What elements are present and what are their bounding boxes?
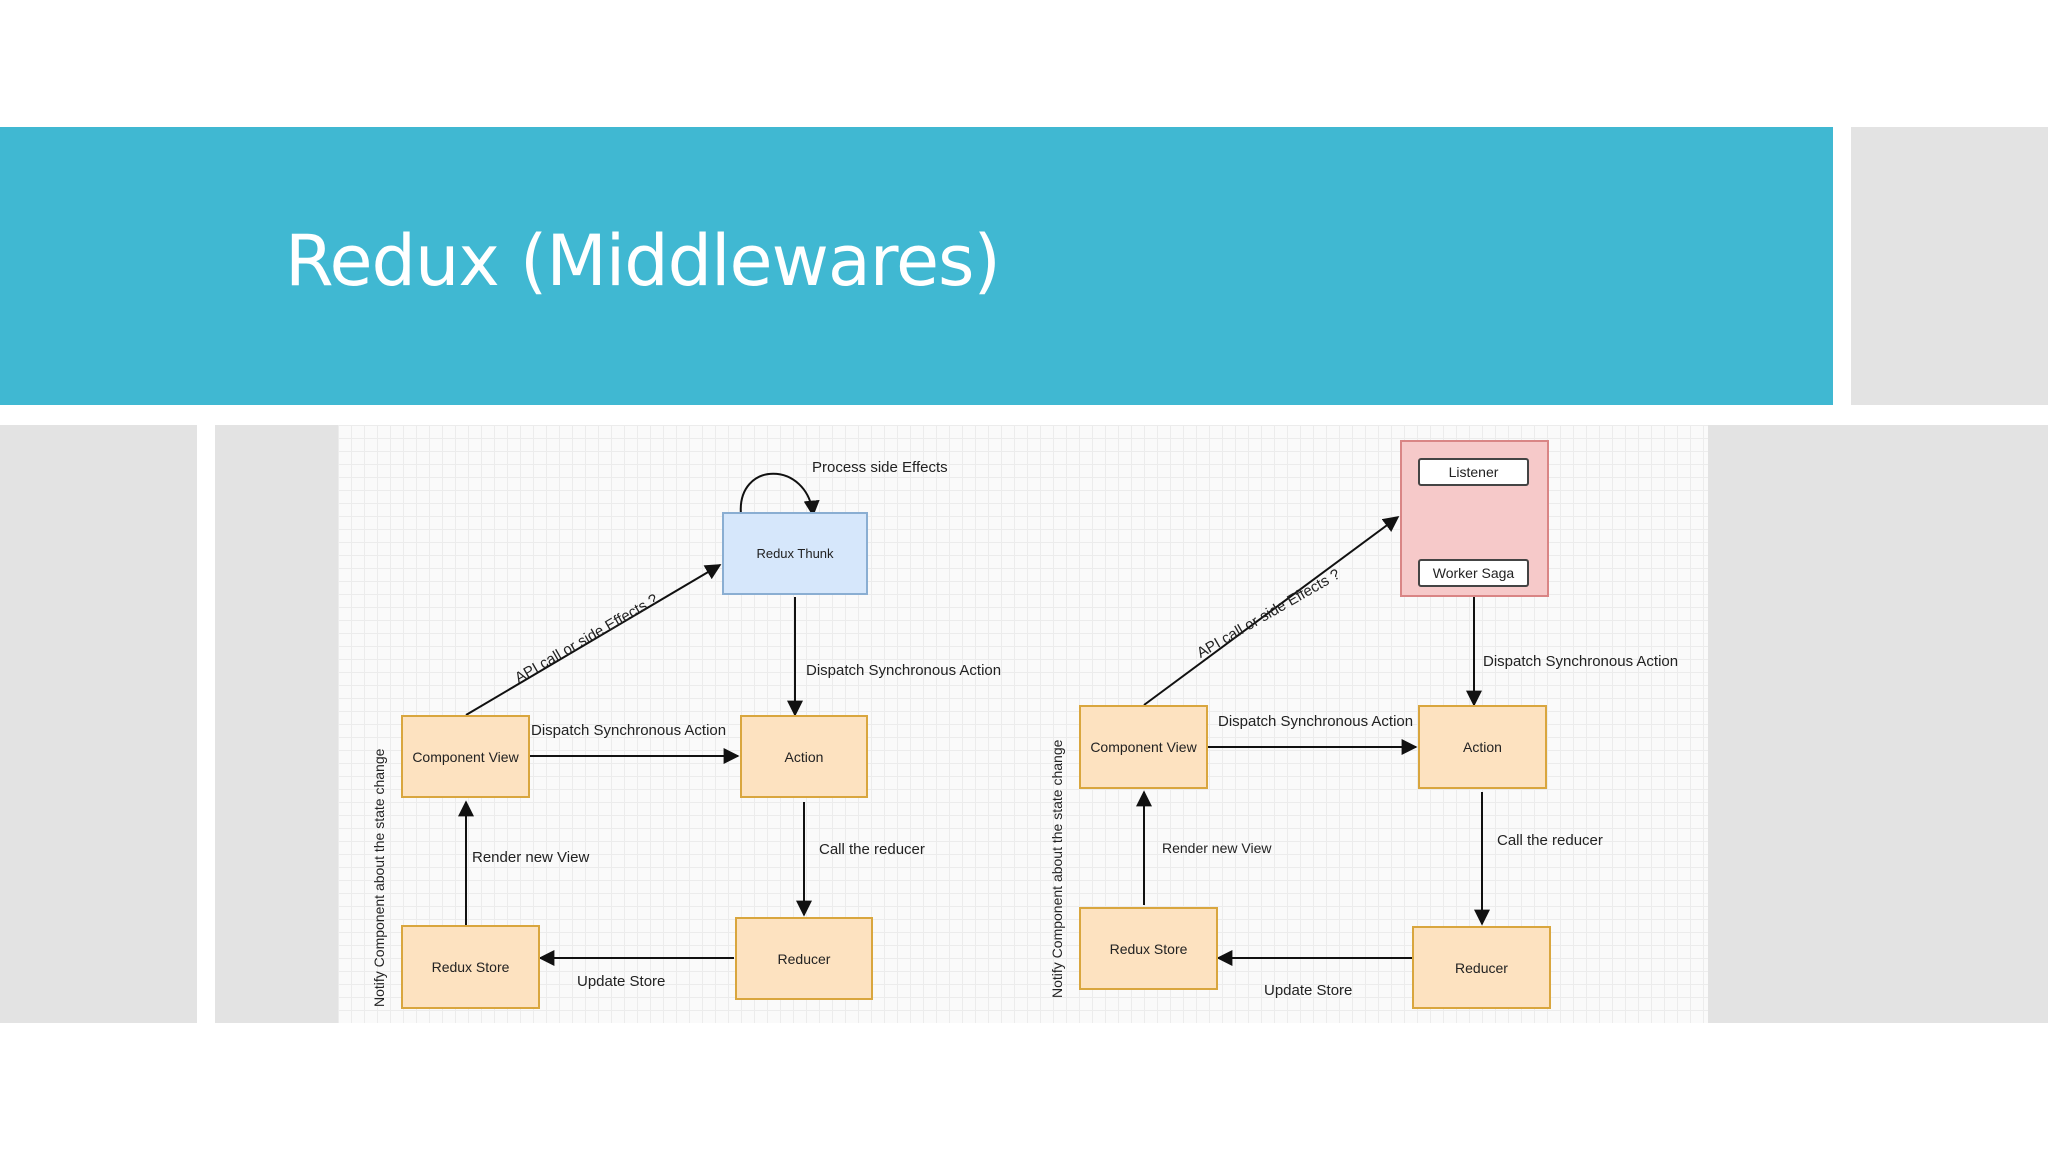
side-panel-top-right — [1851, 127, 2048, 405]
redux-thunk-node: Redux Thunk — [722, 512, 868, 595]
arrow-view-to-thunk — [465, 564, 722, 716]
worker-saga-node: Worker Saga — [1418, 559, 1529, 587]
redux-store-node: Redux Store — [401, 925, 540, 1009]
label-dispatch-from-view: Dispatch Synchronous Action — [531, 722, 727, 739]
action-node: Action — [740, 715, 868, 798]
label-dispatch-from-view-2: Dispatch Synchronous Action — [1218, 713, 1414, 730]
label-render-view: Render new View — [472, 849, 590, 866]
redux-store-node-2: Redux Store — [1079, 907, 1218, 990]
label-call-reducer: Call the reducer — [819, 841, 925, 858]
label-notify-component-2: Notify Component about the state change — [1049, 739, 1065, 998]
slide-title: Redux (Middlewares) — [285, 220, 1001, 302]
action-node-2: Action — [1418, 705, 1547, 789]
label-dispatch-from-saga: Dispatch Synchronous Action — [1483, 653, 1679, 670]
component-view-node-2: Component View — [1079, 705, 1208, 789]
label-update-store: Update Store — [577, 973, 666, 990]
label-call-reducer-2: Call the reducer — [1497, 832, 1603, 849]
label-dispatch-from-thunk: Dispatch Synchronous Action — [806, 662, 1002, 679]
reducer-node-2: Reducer — [1412, 926, 1551, 1009]
side-panel-left — [0, 425, 197, 1023]
label-notify-component: Notify Component about the state change — [371, 748, 387, 1007]
middleware-diagram: Redux Thunk Component View Action Reduce… — [338, 425, 1708, 1023]
arrow-thunk-self-loop — [739, 472, 820, 517]
title-band — [0, 127, 1833, 405]
arrow-view2-to-saga — [1143, 516, 1400, 706]
reducer-node: Reducer — [735, 917, 873, 1000]
component-view-node: Component View — [401, 715, 530, 798]
label-process-side-effects: Process side Effects — [812, 459, 948, 476]
listener-node: Listener — [1418, 458, 1529, 486]
label-update-store-2: Update Store — [1264, 982, 1353, 999]
label-render-view-2: Render new View — [1162, 840, 1272, 856]
